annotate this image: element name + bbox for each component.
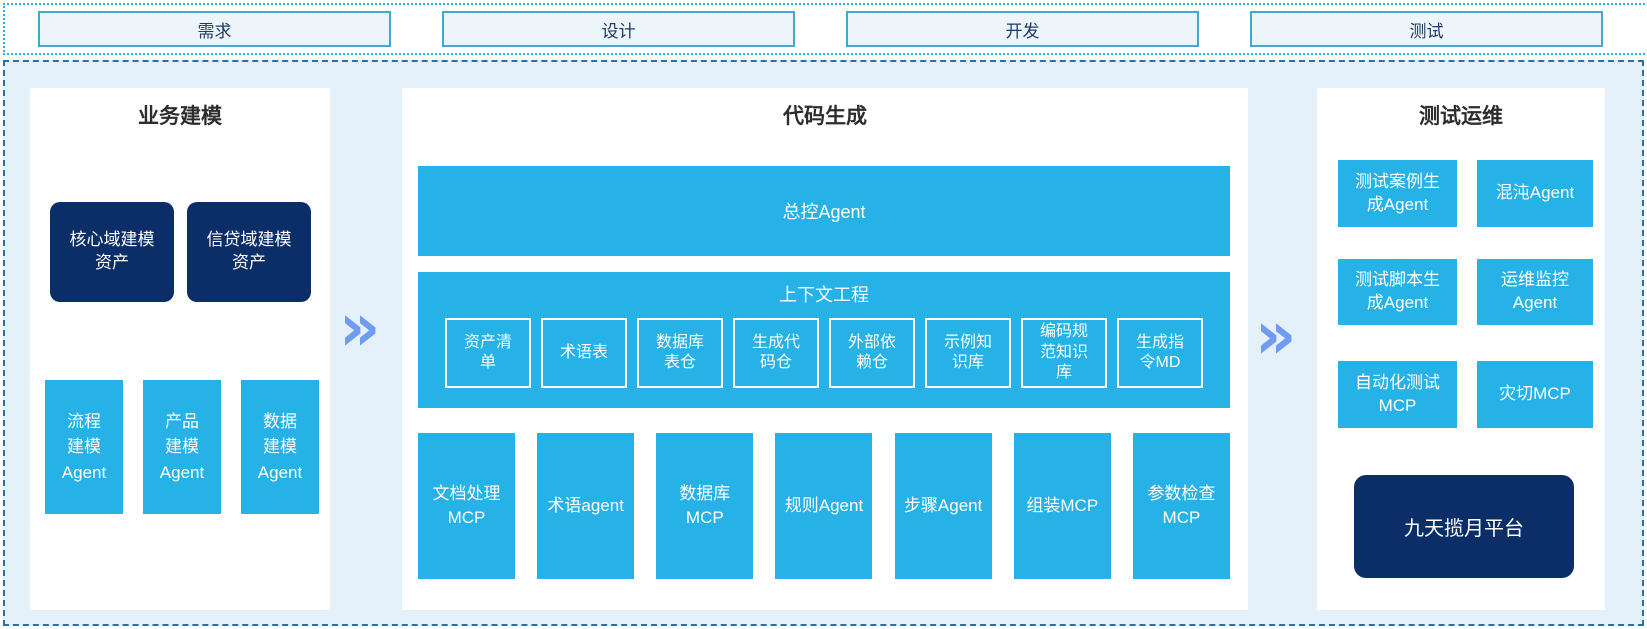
business-modeling-title: 业务建模 — [138, 105, 222, 128]
db-table-repo-box: 数据库 表仓 — [637, 318, 723, 388]
auto-test-mcp-box: 自动化测试 MCP — [1338, 361, 1457, 428]
generation-instruction-md-box: 生成指 令MD — [1117, 318, 1203, 388]
example-kb-box: 示例知 识库 — [925, 318, 1011, 388]
doc-processing-mcp-box: 文档处理 MCP — [418, 433, 515, 579]
test-ops-title: 测试运维 — [1419, 105, 1503, 128]
database-mcp-box: 数据库 MCP — [656, 433, 754, 579]
master-agent-bar: 总控Agent — [418, 166, 1230, 256]
chaos-agent-box: 混沌Agent — [1477, 160, 1593, 227]
phase-tab-requirements: 需求 — [38, 11, 391, 47]
flow-arrow-icon: » — [339, 289, 381, 367]
business-modeling-column: 业务建模 核心域建模 资产 信贷域建模 资产 流程 建模 Agent 产品 建模… — [30, 88, 330, 610]
code-generation-column: 代码生成 总控Agent 上下文工程 资产清 单 术语表 数据库 表仓 生成代 … — [402, 88, 1248, 610]
param-check-mcp-box: 参数检查 MCP — [1132, 433, 1230, 579]
generated-code-repo-box: 生成代 码仓 — [733, 318, 819, 388]
jiutian-lanyue-platform-box: 九天揽月平台 — [1354, 475, 1574, 578]
phase-tab-development: 开发 — [846, 11, 1199, 47]
disaster-switch-mcp-box: 灾切MCP — [1477, 361, 1593, 428]
asset-list-box: 资产清 单 — [445, 318, 531, 388]
assembly-mcp-box: 组装MCP — [1013, 433, 1111, 579]
core-domain-asset-box: 核心域建模 资产 — [50, 202, 174, 302]
process-modeling-agent-box: 流程 建模 Agent — [45, 380, 123, 514]
ops-monitoring-agent-box: 运维监控 Agent — [1477, 259, 1593, 325]
context-engineering-title: 上下文工程 — [779, 285, 869, 305]
context-items-row: 资产清 单 术语表 数据库 表仓 生成代 码仓 外部依 赖仓 示例知 识库 编码… — [418, 318, 1230, 388]
test-ops-column: 测试运维 测试案例生 成Agent 混沌Agent 测试脚本生 成Agent 运… — [1317, 88, 1605, 610]
phase-tab-design: 设计 — [442, 11, 795, 47]
external-deps-repo-box: 外部依 赖仓 — [829, 318, 915, 388]
coding-standard-kb-box: 编码规 范知识 库 — [1021, 318, 1107, 388]
step-agent-box: 步骤Agent — [894, 433, 992, 579]
terminology-agent-box: 术语agent — [537, 433, 635, 579]
code-generation-title: 代码生成 — [783, 105, 867, 128]
test-case-gen-agent-box: 测试案例生 成Agent — [1338, 160, 1457, 227]
tools-row: 文档处理 MCP 术语agent 数据库 MCP 规则Agent 步骤Agent… — [418, 433, 1230, 579]
test-script-gen-agent-box: 测试脚本生 成Agent — [1338, 259, 1457, 325]
data-modeling-agent-box: 数据 建模 Agent — [241, 380, 319, 514]
architecture-diagram: 业务建模 核心域建模 资产 信贷域建模 资产 流程 建模 Agent 产品 建模… — [3, 60, 1644, 626]
context-engineering-panel: 上下文工程 资产清 单 术语表 数据库 表仓 生成代 码仓 外部依 赖仓 示例知… — [418, 272, 1230, 408]
phase-strip: 需求 设计 开发 测试 — [3, 3, 1647, 55]
flow-arrow-icon: » — [1255, 297, 1297, 375]
credit-domain-asset-box: 信贷域建模 资产 — [187, 202, 311, 302]
rule-agent-box: 规则Agent — [775, 433, 873, 579]
product-modeling-agent-box: 产品 建模 Agent — [143, 380, 221, 514]
phase-tab-testing: 测试 — [1250, 11, 1603, 47]
glossary-box: 术语表 — [541, 318, 627, 388]
